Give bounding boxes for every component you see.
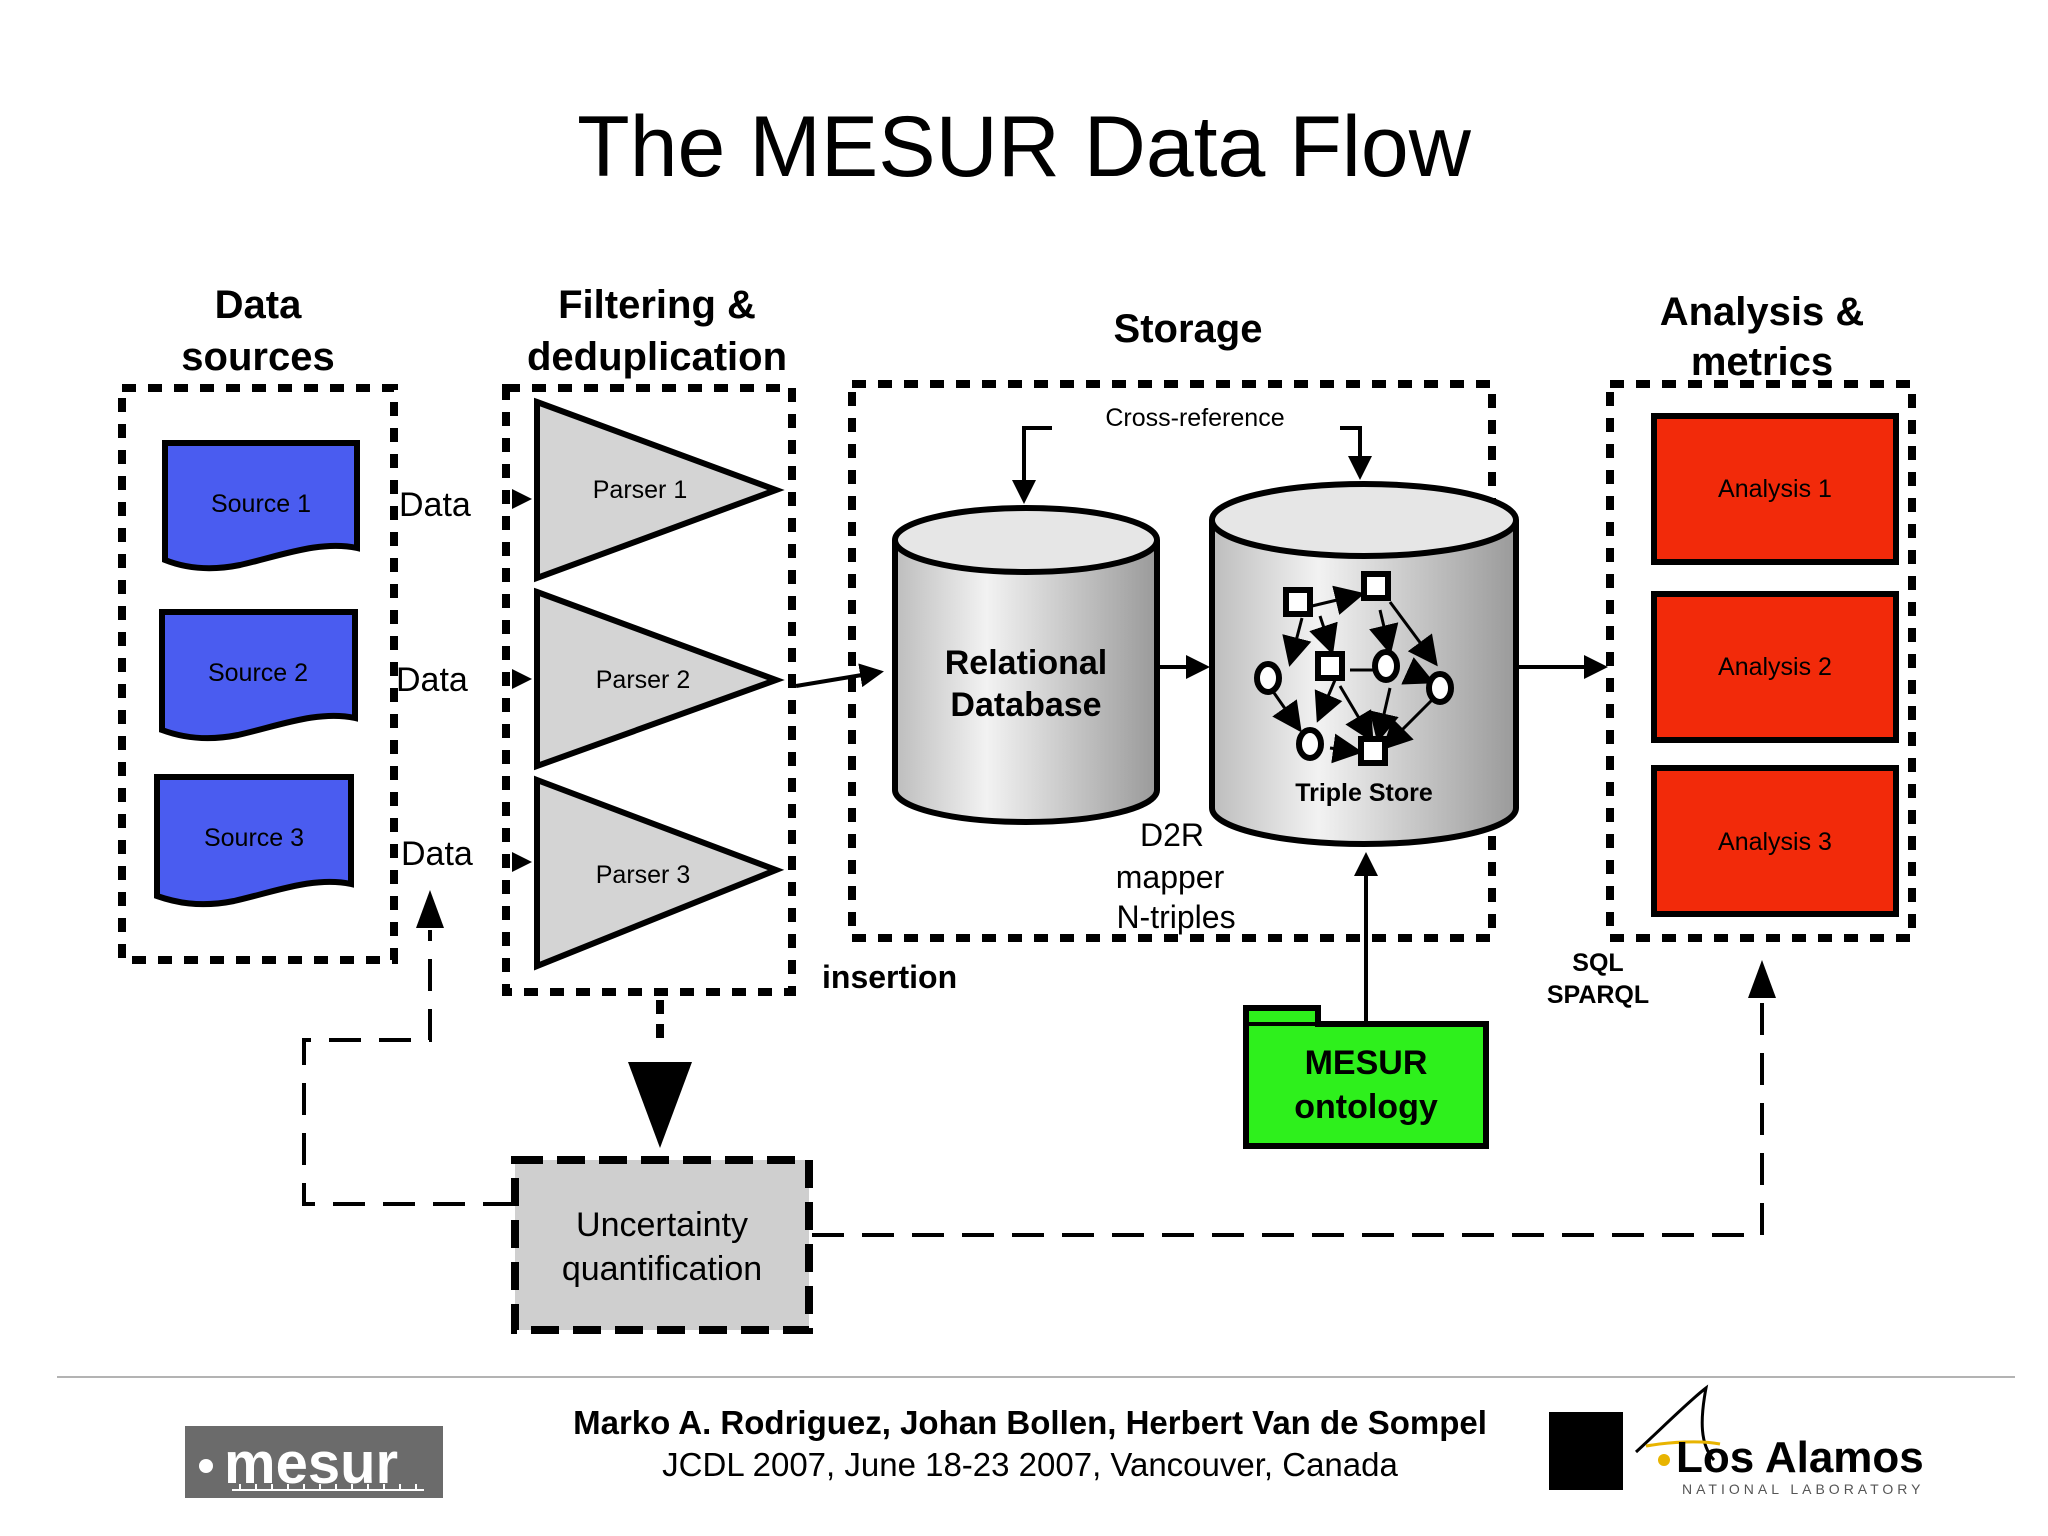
parser-2-label: Parser 2 [596,666,690,694]
relational-database-cylinder: Relational Database [892,505,1160,825]
parser-1-label: Parser 1 [593,476,687,504]
source-2-document: Source 2 [159,609,358,742]
mesur-logo-text: mesur [224,1431,398,1496]
parser-2-triangle: Parser 2 [534,587,785,771]
insertion-label: insertion [822,959,957,995]
sparql-label: SPARQL [1547,981,1649,1009]
source-2-label: Source 2 [208,659,308,687]
data-label-3: Data [401,835,473,873]
feedback-to-analysis-arrowhead [1748,960,1776,998]
section-heading-sources: Data [215,283,302,327]
footer-authors: Marko A. Rodriguez, Johan Bollen, Herber… [573,1404,1487,1441]
d2r-label-3: N-triples [1116,899,1235,935]
source-1-document: Source 1 [162,440,360,572]
source-3-label: Source 3 [204,824,304,852]
triple-store-label: Triple Store [1295,779,1433,807]
cross-reference-arrow-right [1340,426,1372,480]
rdf-graph-icon [1270,585,1438,764]
mesur-ontology-folder: MESUR ontology [1243,1005,1489,1149]
source-1-label: Source 1 [211,490,311,518]
uncertainty-arrowhead [628,1062,692,1148]
section-heading-filtering-2: deduplication [527,335,787,379]
section-heading-sources-2: sources [181,335,334,379]
ontology-label-2: ontology [1294,1088,1438,1126]
los-alamos-logo: Los Alamos NATIONAL LABORATORY [1549,1384,1925,1497]
uncertainty-label-2: quantification [562,1250,762,1288]
los-alamos-sub: NATIONAL LABORATORY [1682,1481,1925,1497]
insertion-arrow [795,663,884,688]
relational-db-label-2: Database [950,686,1101,724]
data-label-1: Data [399,486,471,524]
uncertainty-label-1: Uncertainty [576,1206,748,1244]
los-alamos-name: Los Alamos [1676,1433,1924,1482]
source-3-document: Source 3 [154,774,354,908]
uncertainty-quantification-box: Uncertainty quantification [511,1156,813,1334]
analysis-2-box: Analysis 2 [1651,591,1899,743]
triple-store-cylinder: Triple Store [1209,481,1519,847]
section-heading-filtering: Filtering & [558,283,756,327]
footer-divider [57,1376,2015,1378]
data-label-2: Data [396,661,468,699]
parser-3-label: Parser 3 [596,861,690,889]
parser-3-triangle: Parser 3 [534,775,785,971]
analysis-3-box: Analysis 3 [1651,765,1899,917]
feedback-to-sources-arrowhead [416,890,444,928]
los-alamos-black-square [1549,1412,1623,1490]
section-heading-analysis-2: metrics [1691,340,1833,384]
analysis-1-box: Analysis 1 [1651,413,1899,565]
cross-reference-label: Cross-reference [1105,404,1284,432]
footer-venue: JCDL 2007, June 18-23 2007, Vancouver, C… [662,1446,1398,1483]
filtering-group-box [502,384,796,996]
analysis-1-label: Analysis 1 [1718,475,1832,503]
d2r-label-1: D2R [1140,817,1204,853]
feedback-to-sources-line [302,930,515,1206]
slide-title: The MESUR Data Flow [577,99,1471,195]
section-heading-storage: Storage [1114,307,1263,351]
analysis-2-label: Analysis 2 [1718,653,1832,681]
section-heading-analysis: Analysis & [1660,290,1865,334]
analysis-group-box [1606,380,1916,942]
sources-group-box [118,384,398,964]
mesur-logo: mesur [185,1426,443,1498]
analysis-3-label: Analysis 3 [1718,828,1832,856]
relational-db-label-1: Relational [945,644,1107,682]
sql-label: SQL [1572,949,1623,977]
cross-reference-arrow-left [1012,426,1052,504]
parser-1-triangle: Parser 1 [534,397,785,583]
d2r-label-2: mapper [1116,859,1225,895]
feedback-to-analysis-line [812,1000,1764,1237]
ontology-label-1: MESUR [1305,1044,1428,1082]
